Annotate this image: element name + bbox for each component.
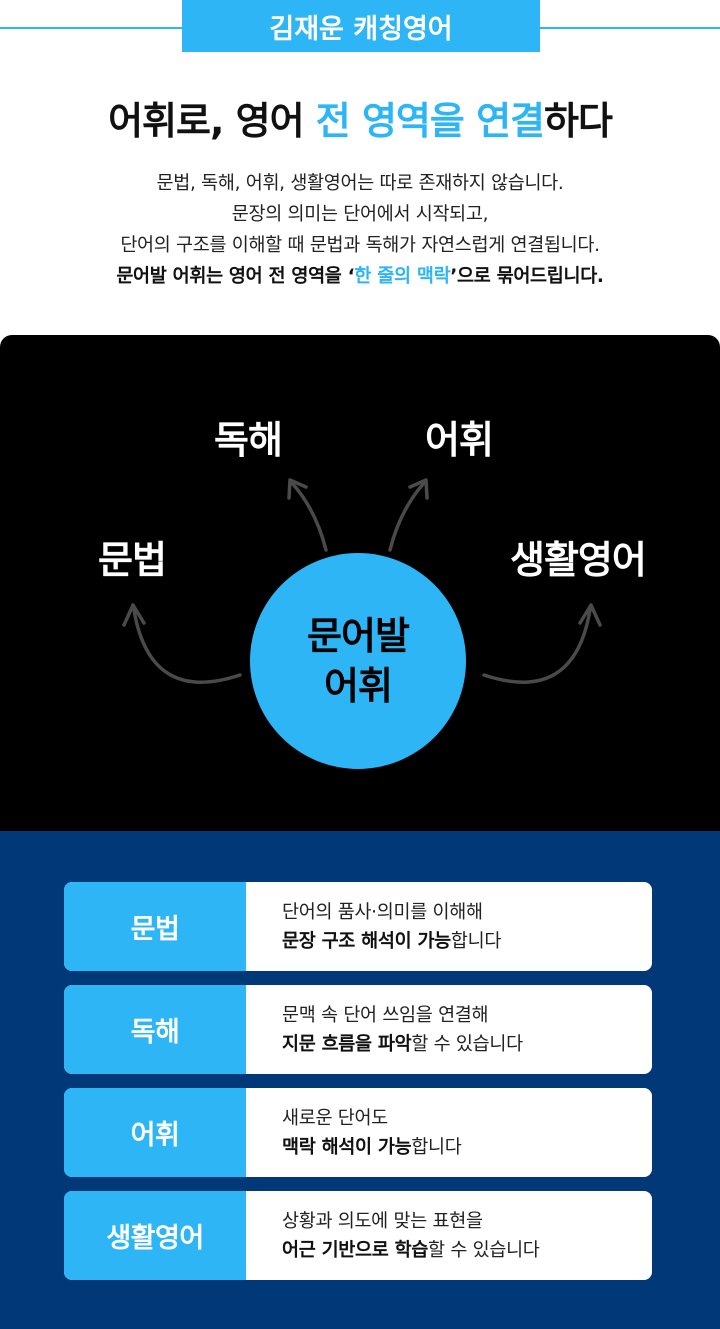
card-line-2: 어근 기반으로 학습할 수 있습니다 [282,1236,652,1265]
intro-line-4-post: ’으로 묶어드립니다. [450,266,604,287]
diagram-arrows [122,478,602,684]
card-line-2-bold: 지문 흐름을 파악 [282,1033,412,1055]
cards-panel: 문법 단어의 품사·의미를 이해해 문장 구조 해석이 가능합니다 독해 문맥 … [0,831,720,1329]
hub-circle: 문어발 어휘 [250,553,466,769]
card-line-2-rest: 할 수 있습니다 [428,1239,540,1261]
card-line-1: 새로운 단어도 [282,1107,388,1129]
card-vocab: 어휘 새로운 단어도 맥락 해석이 가능합니다 [64,1088,652,1177]
arrow-to-reading [290,481,328,552]
arrow-to-vocab [388,481,426,552]
card-body: 단어의 품사·의미를 이해해 문장 구조 해석이 가능합니다 [246,882,652,971]
node-grammar: 문법 [98,538,167,582]
card-daily: 생활영어 상황과 의도에 맞는 표현을 어근 기반으로 학습할 수 있습니다 [64,1191,652,1280]
card-line-2: 문장 구조 해석이 가능합니다 [282,927,652,956]
hub-line-1: 문어발 [307,614,410,658]
node-reading: 독해 [214,418,283,462]
card-line-2-bold: 어근 기반으로 학습 [282,1239,429,1261]
card-line-2: 지문 흐름을 파악할 수 있습니다 [282,1030,652,1059]
hub-line-2: 어휘 [324,664,393,708]
card-line-1: 상황과 의도에 맞는 표현을 [282,1210,483,1232]
arrow-to-grammar [132,608,242,684]
page-headline: 어휘로, 영어 전 영역을 연결하다 [0,90,720,145]
card-body: 상황과 의도에 맞는 표현을 어근 기반으로 학습할 수 있습니다 [246,1191,652,1280]
card-body: 문맥 속 단어 쓰임을 연결해 지문 흐름을 파악할 수 있습니다 [246,985,652,1074]
card-tag: 생활영어 [64,1191,246,1280]
card-body: 새로운 단어도 맥락 해석이 가능합니다 [246,1088,652,1177]
arrow-to-daily [482,608,592,684]
arrowhead-daily [578,603,602,627]
headline-post: 하다 [544,99,613,143]
node-vocab: 어휘 [425,418,494,462]
card-line-1: 문맥 속 단어 쓰임을 연결해 [282,1004,489,1026]
card-tag: 문법 [64,882,246,971]
arrowhead-vocab [408,478,429,500]
intro-line-4-accent: 한 줄의 맥락 [354,266,451,287]
card-tag: 독해 [64,985,246,1074]
card-line-2-rest: 합니다 [411,1136,462,1158]
card-line-2-bold: 문장 구조 해석이 가능 [282,930,451,952]
card-reading: 독해 문맥 속 단어 쓰임을 연결해 지문 흐름을 파악할 수 있습니다 [64,985,652,1074]
card-line-2: 맥락 해석이 가능합니다 [282,1133,652,1162]
brand-tab: 김재운 캐칭영어 [182,0,540,52]
card-line-2-bold: 맥락 해석이 가능 [282,1136,412,1158]
headline-accent: 전 영역을 연결 [315,99,545,143]
intro-line-2: 문장의 의미는 단어에서 시작되고, [231,204,489,225]
card-line-2-rest: 할 수 있습니다 [411,1033,523,1055]
card-tag: 어휘 [64,1088,246,1177]
intro-line-4-pre: 문어발 어휘는 영어 전 영역을 ‘ [116,266,355,287]
arrowhead-reading [287,478,308,500]
headline-pre: 어휘로, 영어 [108,99,316,143]
card-grammar: 문법 단어의 품사·의미를 이해해 문장 구조 해석이 가능합니다 [64,882,652,971]
card-line-1: 단어의 품사·의미를 이해해 [282,901,483,923]
intro-line-3: 단어의 구조를 이해할 때 문법과 독해가 자연스럽게 연결됩니다. [120,235,600,256]
card-line-2-rest: 합니다 [450,930,502,952]
node-daily: 생활영어 [510,538,647,582]
arrowhead-grammar [122,603,146,627]
area-diagram: 독해 어휘 문법 생활영어 문어발 어휘 [0,335,720,835]
intro-line-4: 문어발 어휘는 영어 전 영역을 ‘한 줄의 맥락’으로 묶어드립니다. [0,261,720,292]
intro-text: 문법, 독해, 어휘, 생활영어는 따로 존재하지 않습니다. 문장의 의미는 … [0,168,720,292]
intro-line-1: 문법, 독해, 어휘, 생활영어는 따로 존재하지 않습니다. [156,173,564,194]
